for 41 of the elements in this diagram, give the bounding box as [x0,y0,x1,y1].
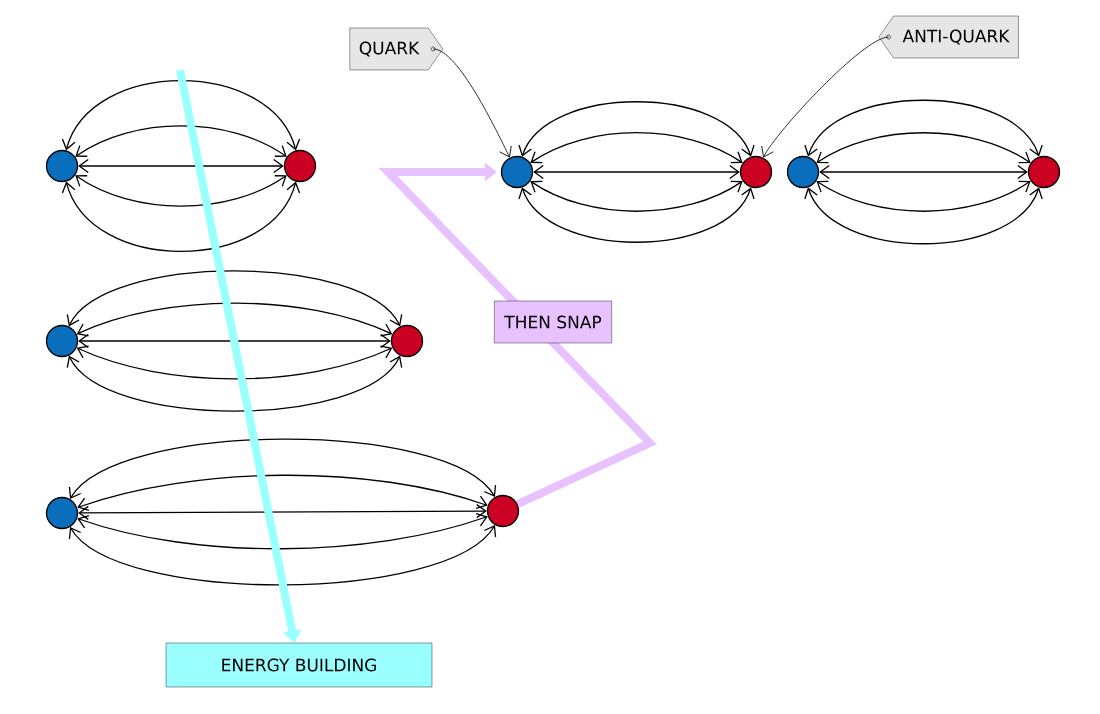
quark-dot [1027,155,1061,189]
field-line [66,270,403,327]
field-line [533,164,740,180]
quark-dot [45,496,79,530]
quark-dot [739,155,773,189]
field-line [61,181,301,252]
field-line [76,302,393,337]
field-line [804,99,1043,157]
field-line [78,158,284,174]
field-line [804,187,1043,245]
leader-line [761,36,889,158]
field-line [518,187,755,243]
field-line [68,438,497,499]
edge-label: THEN SNAP [494,300,612,344]
quark-dot [283,149,317,183]
quark-tag: ANTI-QUARK [878,15,1019,59]
field-line [816,132,1031,164]
field-line [530,132,743,164]
field-line [77,474,488,511]
quark-dot [390,324,424,358]
field-line [78,503,487,521]
quark-dot [45,149,79,183]
quark-dot [45,324,79,358]
caption-box: ENERGY BUILDING [165,642,433,688]
leader-line [432,48,512,158]
field-line [518,101,755,157]
field-line [75,125,287,157]
field-line [819,164,1028,180]
quark-dot [786,155,820,189]
quark-dot [486,494,520,528]
quark-dot [500,155,534,189]
field-line [66,355,403,412]
field-line [530,180,743,212]
field-line [75,175,287,207]
field-line [78,333,391,349]
field-line [68,525,497,586]
field-line [77,513,488,550]
field-line [76,345,393,380]
field-line [816,180,1031,212]
field-line [61,80,301,151]
quark-tag: QUARK [349,27,444,71]
